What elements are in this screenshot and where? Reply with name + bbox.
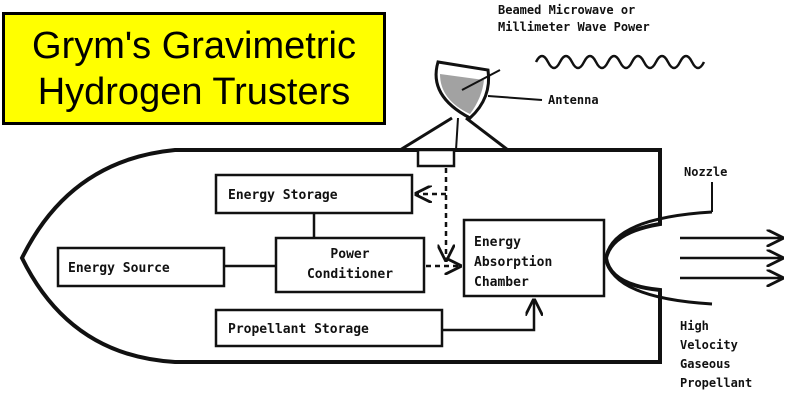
- absorption-chamber-box: [462, 218, 606, 298]
- energy-storage-label: Energy Storage: [228, 188, 338, 203]
- exhaust-label-line4: Propellant: [680, 376, 752, 390]
- absorption-chamber-label-line3: Chamber: [474, 275, 529, 290]
- power-conditioner-label-line1: Power: [330, 247, 369, 262]
- power-conditioner-label-line2: Conditioner: [307, 267, 393, 282]
- exhaust-label-line2: Velocity: [680, 338, 738, 352]
- wave-squiggle: [534, 54, 706, 70]
- energy-source-label: Energy Source: [68, 261, 170, 276]
- absorption-chamber-label-line2: Absorption: [474, 255, 552, 270]
- energy-storage-box: [214, 173, 414, 215]
- title-line-2: Hydrogen Trusters: [37, 70, 351, 113]
- title-banner: Grym's Gravimetric Hydrogen Trusters: [2, 12, 386, 125]
- beamed-power-label-line2: Millimeter Wave Power: [498, 20, 650, 34]
- title-line-1: Grym's Gravimetric: [32, 24, 356, 67]
- antenna-leader: [487, 95, 543, 101]
- nozzle-shape: [604, 210, 713, 306]
- propellant-to-chamber-arrow: [442, 300, 534, 332]
- propellant-storage-box: [214, 308, 444, 348]
- antenna-label: Antenna: [548, 93, 599, 107]
- absorption-chamber-label-line1: Energy: [474, 235, 521, 250]
- power-conditioner-box: [274, 236, 426, 294]
- antenna-dish: [399, 60, 509, 168]
- beamed-power-label-line1: Beamed Microwave or: [498, 3, 635, 17]
- propellant-storage-label: Propellant Storage: [228, 322, 369, 337]
- exhaust-label-line3: Gaseous: [680, 357, 731, 371]
- exhaust-label-line1: High: [680, 319, 709, 333]
- nozzle-label: Nozzle: [684, 165, 727, 179]
